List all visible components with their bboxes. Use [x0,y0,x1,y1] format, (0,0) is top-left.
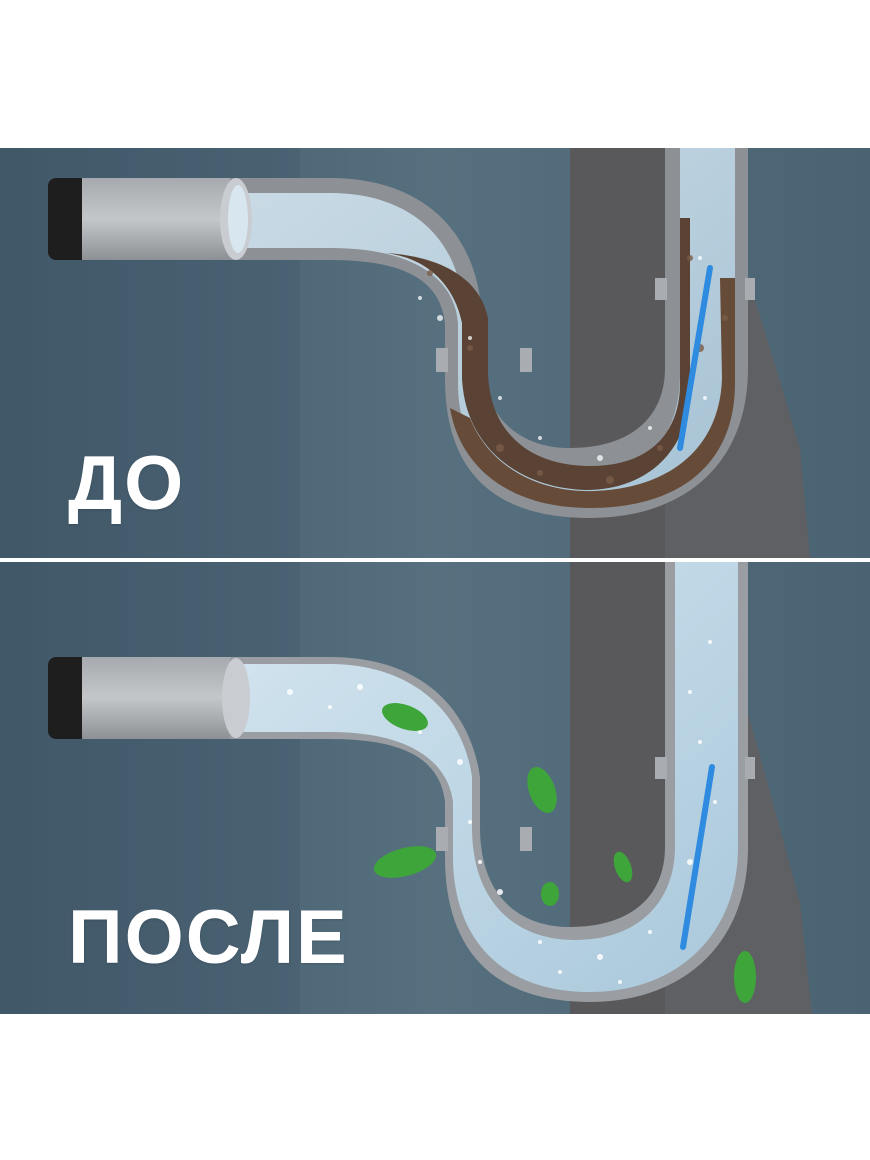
before-panel: ДО [0,148,870,558]
after-panel: ПОСЛЕ [0,562,870,1014]
pipe-cap [48,178,90,260]
cleaning-stick [680,764,715,950]
before-label: ДО [68,441,186,526]
leaf-icon [527,767,557,813]
after-label: ПОСЛЕ [68,895,349,980]
horizontal-pipe [82,178,242,260]
cleaning-stick [677,265,713,451]
leaf-icon [541,882,559,906]
pipe-cap [48,657,90,739]
leaf-icon [373,846,437,878]
after-illustration [0,562,870,1014]
leaf-icon [734,951,756,1003]
before-illustration [0,148,870,558]
leaf-icon [382,703,428,731]
leaf-icon [613,851,633,883]
clog-debris [385,218,690,490]
horizontal-pipe [82,657,242,739]
